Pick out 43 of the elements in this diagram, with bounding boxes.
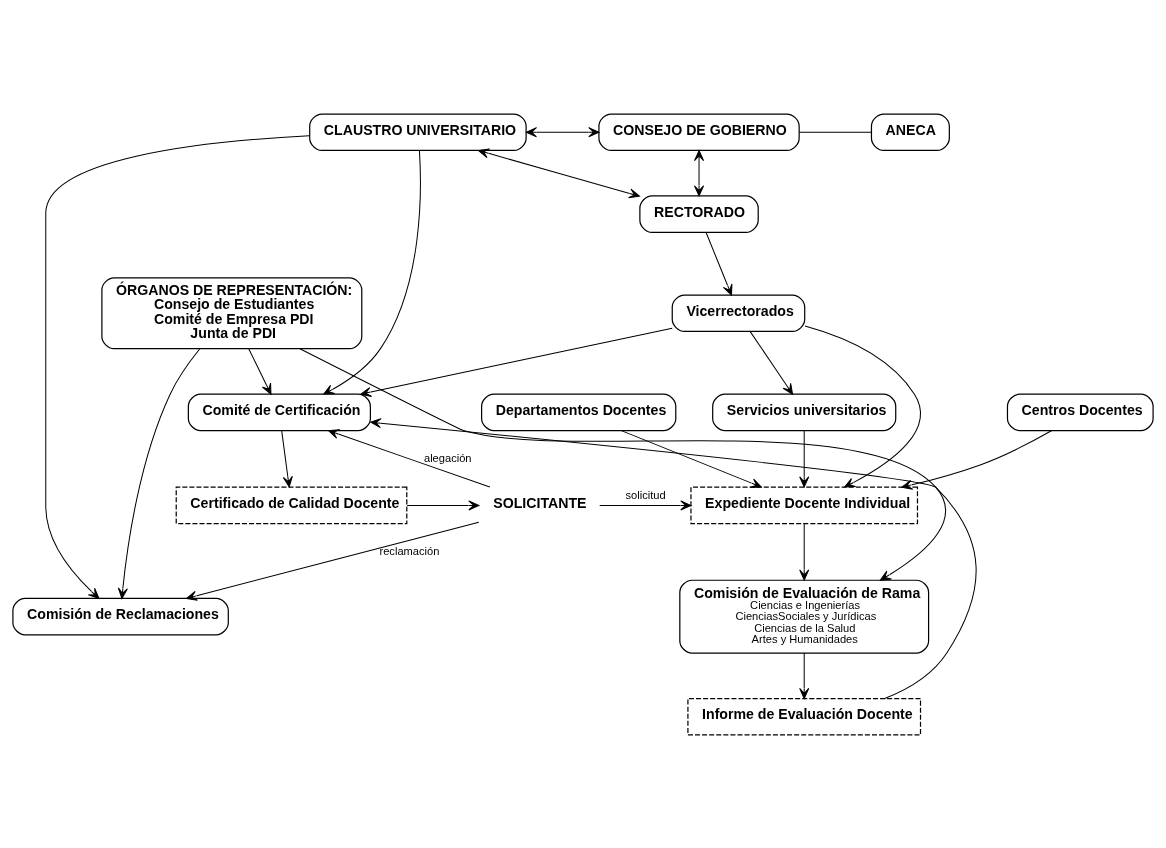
arrow bbox=[117, 348, 201, 599]
node-box: Centros Docentes bbox=[1006, 393, 1154, 431]
node-box: CLAUSTRO UNIVERSITARIO bbox=[309, 112, 527, 151]
node-box: Vicerrectorados bbox=[671, 293, 806, 332]
node-box: Expediente Docente Individual bbox=[690, 486, 919, 524]
arrow bbox=[804, 325, 921, 488]
arrow bbox=[360, 327, 673, 397]
node-box: Comité de Certificación bbox=[187, 393, 371, 431]
arrow bbox=[901, 429, 1052, 490]
node-box: Comisión de Reclamaciones bbox=[12, 597, 229, 635]
arrow bbox=[599, 499, 692, 510]
node-box: ÓRGANOS DE REPRESENTACIÓN: Consejo de Estudiantes Comité de Empresa PDI Junta de PDI bbox=[101, 276, 363, 349]
node-box: Servicios universitarios bbox=[712, 393, 897, 431]
edge-label: reclamación bbox=[379, 544, 440, 557]
arrow bbox=[299, 347, 947, 581]
arrow bbox=[45, 134, 310, 599]
node-box: Certificado de Calidad Docente bbox=[175, 486, 408, 524]
arrow bbox=[694, 149, 705, 196]
arrow bbox=[705, 231, 733, 296]
arrow bbox=[799, 429, 810, 487]
node-box: Departamentos Docentes bbox=[481, 393, 677, 431]
arrow bbox=[799, 652, 810, 699]
arrow bbox=[749, 330, 794, 395]
node-box: Comisión de Evaluación de Rama Ciencias e Ingenierías CienciasSociales y Jurídicas Ciencias de la Salud Artes y Humanidades bbox=[679, 579, 930, 654]
node-box: ANECA bbox=[870, 112, 950, 151]
arrow bbox=[478, 147, 640, 198]
connector bbox=[798, 131, 872, 133]
arrow bbox=[620, 429, 762, 488]
arrow bbox=[323, 149, 421, 395]
edge-label: alegación bbox=[423, 451, 472, 464]
node-box: CONSEJO DE GOBIERNO bbox=[598, 112, 800, 151]
arrow bbox=[525, 126, 600, 137]
arrow bbox=[186, 521, 480, 601]
node-box: Informe de Evaluación Docente bbox=[687, 697, 922, 736]
edge-label: solicitud bbox=[625, 488, 666, 501]
arrow bbox=[248, 347, 272, 395]
arrow bbox=[281, 429, 293, 487]
arrow bbox=[328, 428, 491, 488]
node-box: RECTORADO bbox=[639, 194, 759, 233]
node-text: SOLICITANTE bbox=[493, 494, 587, 511]
arrow bbox=[370, 417, 977, 699]
arrow bbox=[406, 499, 480, 510]
arrow bbox=[799, 522, 810, 581]
